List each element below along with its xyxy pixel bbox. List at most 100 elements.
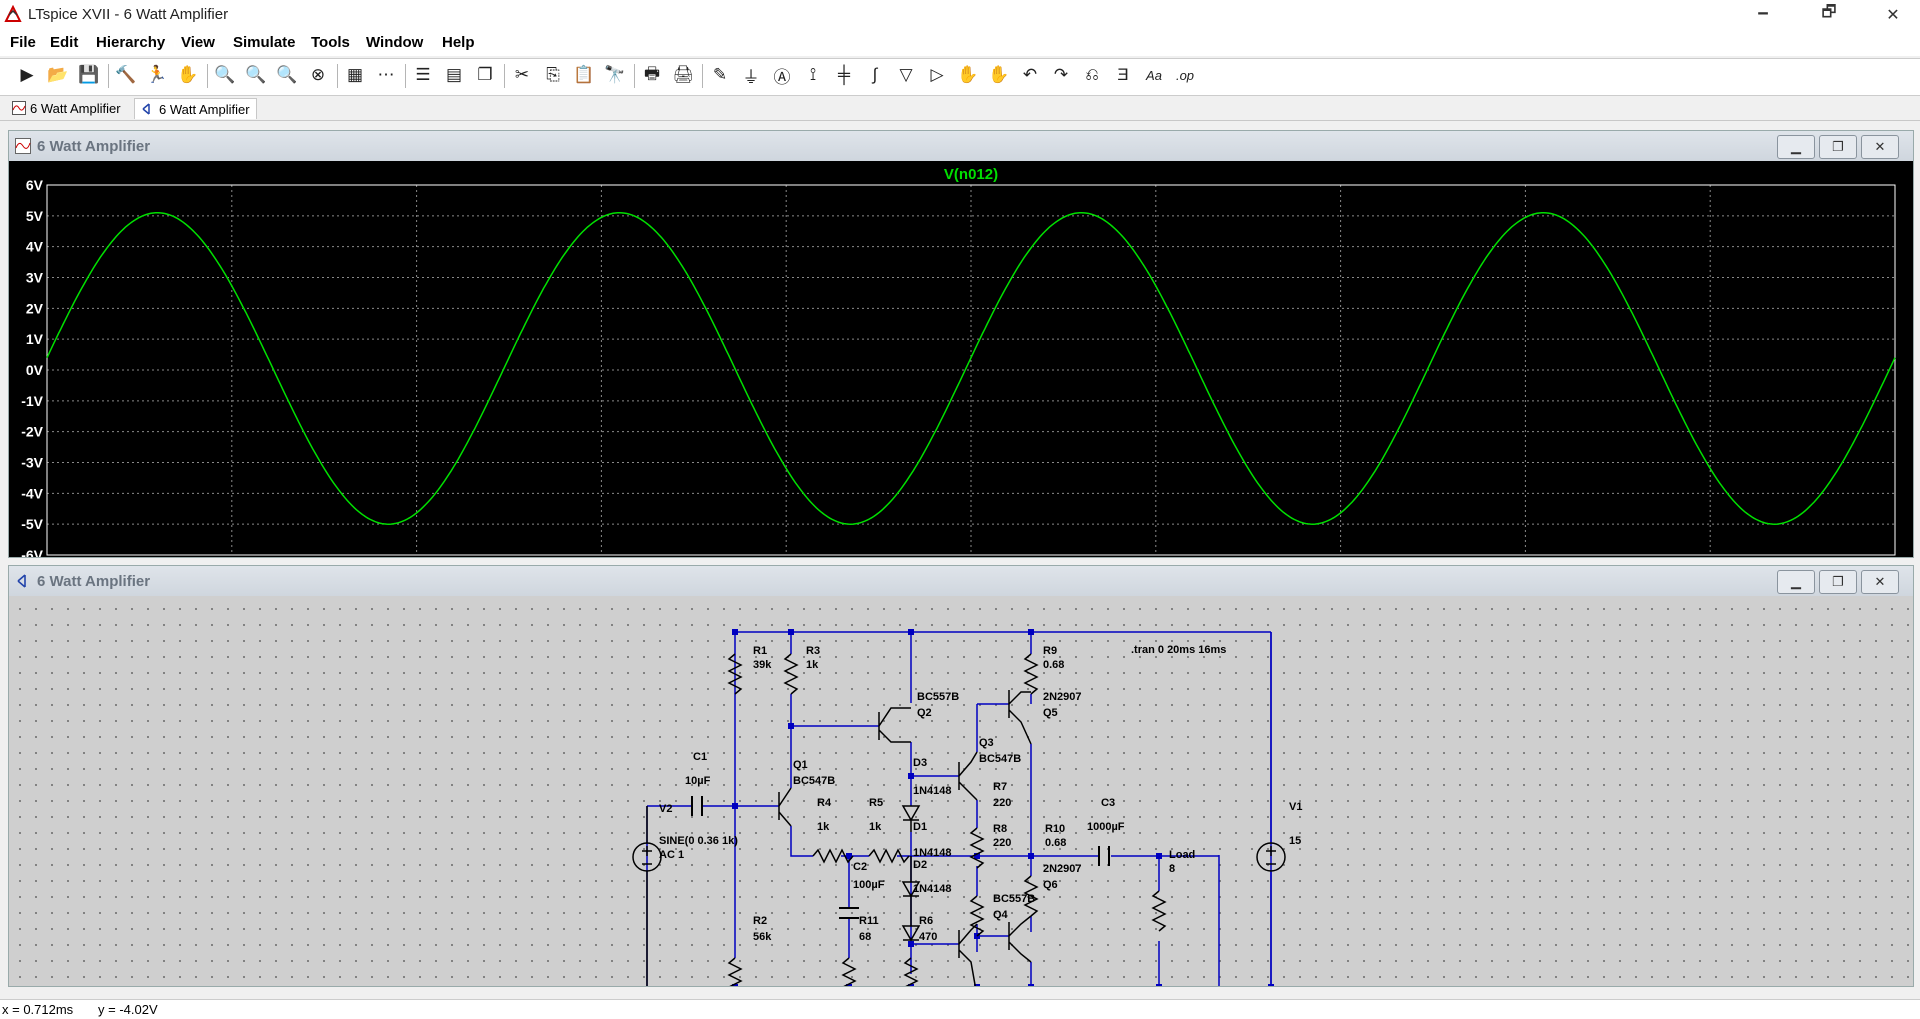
y-tick-label: -4V bbox=[21, 485, 43, 501]
schematic-drawing[interactable]: .tran 0 20ms 16ms R1 39k R3 1k R9 0.68 B… bbox=[9, 596, 1913, 1018]
zoom-full-icon[interactable]: 🔍 bbox=[245, 65, 267, 84]
menu-simulate[interactable]: Simulate bbox=[233, 34, 296, 51]
close-button[interactable]: ✕ bbox=[1886, 6, 1900, 24]
tab-waveform[interactable]: 6 Watt Amplifier bbox=[6, 98, 127, 118]
y-tick-label: -2V bbox=[21, 424, 43, 440]
c1-value: 10µF bbox=[685, 775, 711, 787]
tile-vertical-icon[interactable]: ▤ bbox=[445, 65, 463, 84]
toolbar: ▶ 📂 💾 🔨 🏃 ✋ 🔍 🔍 🔍 ⊗ ▦ ⋯ ☰ ▤ ❐ ✂ ⎘ 📋 🔭 🖶 🖨 ✎ ⏚ Ⓐ ⟟ ╪ ∫ ▽ ▷ ✋ ✋ ↶ ↷ ⎌ Ǝ Aa .op bbox=[0, 58, 1920, 96]
zoom-in-icon[interactable]: 🔍 bbox=[214, 65, 236, 84]
q3-label: Q3 bbox=[979, 737, 994, 749]
zoom-out-icon[interactable]: 🔍 bbox=[276, 65, 298, 84]
cursor-y-readout: y = -4.02V bbox=[98, 1002, 158, 1017]
drag-icon[interactable]: ✋ bbox=[988, 65, 1010, 84]
undo-icon[interactable]: ↶ bbox=[1022, 65, 1038, 84]
v1-label: V1 bbox=[1289, 801, 1302, 813]
r1-label: R1 bbox=[753, 645, 767, 657]
r11-value: 68 bbox=[859, 931, 871, 943]
q4-label: Q4 bbox=[993, 909, 1009, 921]
c2-label: C2 bbox=[853, 861, 867, 873]
y-tick-label: 2V bbox=[26, 300, 44, 316]
minimize-button[interactable]: 🗕 bbox=[1757, 4, 1769, 21]
waveform-plot-pane[interactable]: 0.0ms0.4ms0.8ms1.2ms1.6ms2.0ms2.4ms2.8ms… bbox=[9, 161, 1913, 573]
toolbar-separator bbox=[504, 64, 505, 88]
menu-tools[interactable]: Tools bbox=[311, 34, 350, 51]
pan-icon[interactable]: ✋ bbox=[177, 65, 199, 84]
waveform-close-button[interactable]: ✕ bbox=[1861, 135, 1899, 159]
move-icon[interactable]: ✋ bbox=[957, 65, 979, 84]
ground-icon[interactable]: ⏚ bbox=[742, 67, 760, 87]
c1-label: C1 bbox=[693, 751, 707, 763]
waveform-window-title: 6 Watt Amplifier bbox=[37, 138, 151, 155]
schematic-labels: .tran 0 20ms 16ms R1 39k R3 1k R9 0.68 B… bbox=[659, 644, 1302, 943]
r3-value: 1k bbox=[806, 659, 819, 671]
v2-waveform: SINE(0 0.36 1k) bbox=[659, 835, 738, 847]
d1-value: 1N4148 bbox=[913, 847, 952, 859]
menu-hierarchy[interactable]: Hierarchy bbox=[96, 34, 166, 51]
label-net-icon[interactable]: Ⓐ bbox=[773, 67, 791, 87]
print-setup-icon[interactable]: 🖨 bbox=[672, 65, 694, 84]
y-tick-label: 6V bbox=[26, 177, 44, 193]
d1-label: D1 bbox=[913, 821, 927, 833]
menu-edit[interactable]: Edit bbox=[50, 34, 79, 51]
d3-value: 1N4148 bbox=[913, 785, 952, 797]
cursor-x-readout: x = 0.712ms bbox=[2, 1002, 74, 1017]
redo-icon[interactable]: ↷ bbox=[1053, 65, 1069, 84]
r1-value: 39k bbox=[753, 659, 772, 671]
capacitor-icon[interactable]: ╪ bbox=[837, 65, 851, 84]
r9-value: 0.68 bbox=[1043, 659, 1064, 671]
copy-icon[interactable]: ⎘ bbox=[546, 65, 560, 84]
toolbar-separator bbox=[702, 64, 703, 88]
cascade-icon[interactable]: ❐ bbox=[477, 65, 493, 84]
autorange-icon[interactable]: ▦ bbox=[346, 65, 364, 84]
q2-model: BC557B bbox=[917, 691, 959, 703]
waveform-minimize-button[interactable]: ▁ bbox=[1777, 135, 1815, 159]
schematic-icon bbox=[142, 103, 150, 115]
schematic-icon bbox=[17, 574, 26, 588]
restore-button[interactable]: 🗗 bbox=[1821, 4, 1837, 21]
draw-wire-icon[interactable]: ✎ bbox=[712, 65, 728, 84]
transistor-symbols bbox=[778, 690, 1032, 997]
waveform-chart[interactable]: 0.0ms0.4ms0.8ms1.2ms1.6ms2.0ms2.4ms2.8ms… bbox=[9, 161, 1913, 573]
resistor-icon[interactable]: ⟟ bbox=[809, 65, 817, 84]
rotate-icon[interactable]: ⎌ bbox=[1085, 65, 1099, 84]
zoom-cancel-icon[interactable]: ⊗ bbox=[310, 65, 326, 84]
menu-help[interactable]: Help bbox=[442, 34, 475, 51]
schematic-close-button[interactable]: ✕ bbox=[1861, 570, 1899, 594]
cut-icon[interactable]: ✂ bbox=[514, 65, 530, 84]
schematic-canvas[interactable]: .tran 0 20ms 16ms R1 39k R3 1k R9 0.68 B… bbox=[9, 596, 1913, 1018]
diode-icon[interactable]: ▽ bbox=[899, 65, 913, 84]
spice-directive-icon[interactable]: .op bbox=[1175, 67, 1195, 83]
r9-label: R9 bbox=[1043, 645, 1057, 657]
r5-label: R5 bbox=[869, 797, 883, 809]
tab-waveform-label: 6 Watt Amplifier bbox=[30, 100, 121, 116]
waveform-restore-button[interactable]: ❐ bbox=[1819, 135, 1857, 159]
save-icon[interactable]: 💾 bbox=[78, 65, 100, 84]
find-icon[interactable]: 🔭 bbox=[604, 65, 626, 84]
grid-icon[interactable]: ⋯ bbox=[377, 65, 395, 84]
control-panel-icon[interactable]: 🔨 bbox=[115, 65, 137, 84]
text-icon[interactable]: Aa bbox=[1146, 67, 1162, 83]
tile-horizontal-icon[interactable]: ☰ bbox=[415, 65, 431, 84]
paste-icon[interactable]: 📋 bbox=[573, 65, 595, 84]
component-icon[interactable]: ▷ bbox=[930, 65, 944, 84]
window-titlebar: LTspice XVII - 6 Watt Amplifier 🗕 🗗 ✕ bbox=[0, 0, 1920, 29]
inductor-icon[interactable]: ∫ bbox=[872, 65, 878, 84]
print-icon[interactable]: 🖶 bbox=[643, 63, 661, 83]
mirror-icon[interactable]: Ǝ bbox=[1117, 65, 1129, 84]
load-value: 8 bbox=[1169, 863, 1175, 875]
menu-file[interactable]: File bbox=[10, 34, 36, 51]
schematic-minimize-button[interactable]: ▁ bbox=[1777, 570, 1815, 594]
run-icon[interactable]: ▶ bbox=[20, 65, 34, 84]
schematic-restore-button[interactable]: ❐ bbox=[1819, 570, 1857, 594]
open-icon[interactable]: 📂 bbox=[47, 65, 69, 84]
menu-window[interactable]: Window bbox=[366, 34, 424, 51]
tab-schematic[interactable]: 6 Watt Amplifier bbox=[134, 98, 257, 119]
load-label: Load bbox=[1169, 849, 1195, 861]
v2-ac: AC 1 bbox=[659, 849, 684, 861]
run-sim-icon[interactable]: 🏃 bbox=[146, 65, 168, 84]
d2-label: D2 bbox=[913, 859, 927, 871]
toolbar-separator bbox=[207, 64, 208, 88]
c2-value: 100µF bbox=[853, 879, 885, 891]
menu-view[interactable]: View bbox=[181, 34, 215, 51]
